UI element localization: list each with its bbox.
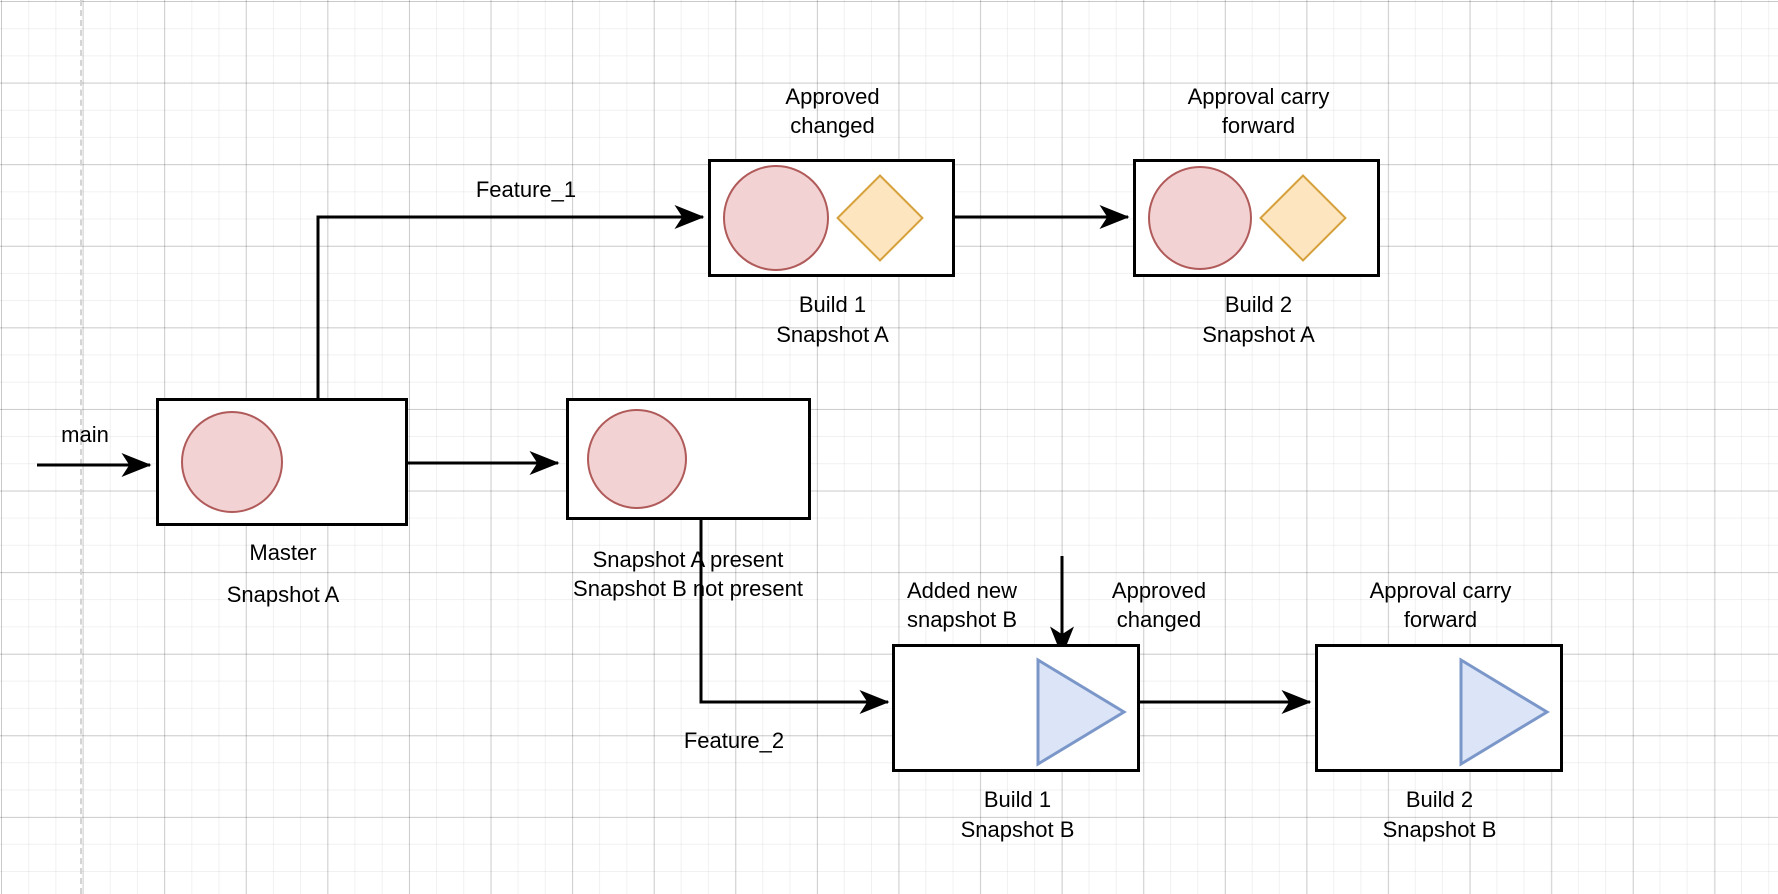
circle-icon [181, 411, 283, 513]
annotation-approved-changed-bottom: Approved changed [1111, 578, 1207, 632]
node-master-caption-line2: Snapshot A [226, 582, 340, 607]
node-build1-snapshot-a[interactable] [708, 159, 955, 277]
circle-icon [1148, 166, 1252, 270]
circle-icon [587, 409, 687, 509]
node-build2-snapshot-a[interactable] [1133, 159, 1380, 277]
node-master[interactable] [156, 398, 408, 526]
node-build2-snapshot-a-caption-line2: Snapshot A [1202, 322, 1315, 347]
node-build2-snapshot-b[interactable] [1315, 644, 1563, 772]
edge-label-main: main [61, 422, 109, 447]
node-build2-snapshot-b-caption-line2: Snapshot B [1382, 817, 1497, 842]
node-build1-snapshot-a-caption-line2: Snapshot A [776, 322, 889, 347]
node-build2-snapshot-a-caption-line1: Build 2 [1224, 292, 1293, 317]
node-build1-snapshot-a-caption-line1: Build 1 [798, 292, 867, 317]
node-build1-snapshot-b-caption-line1: Build 1 [983, 787, 1052, 812]
diamond-icon [836, 174, 924, 262]
circle-icon [723, 165, 829, 271]
node-snapshot-state-caption-line1: Snapshot A present [592, 547, 784, 572]
edge-label-feature-1: Feature_1 [475, 177, 577, 202]
edge-label-feature-2: Feature_2 [683, 728, 785, 753]
edge-feature-2 [699, 519, 890, 714]
annotation-approval-carry-forward-top: Approval carry forward [1187, 84, 1330, 138]
node-master-caption-line1: Master [249, 540, 317, 565]
node-build1-snapshot-b[interactable] [892, 644, 1140, 772]
annotation-approved-changed-top: Approved changed [785, 84, 880, 138]
node-snapshot-state-caption-line2: Snapshot B not present [573, 576, 803, 601]
diamond-icon [1259, 174, 1347, 262]
node-build1-snapshot-b-caption-line2: Snapshot B [960, 817, 1075, 842]
annotation-approval-carry-forward-bottom: Approval carry forward [1369, 578, 1512, 632]
node-snapshot-state[interactable] [566, 398, 811, 520]
triangle-icon [1036, 657, 1127, 767]
triangle-icon [1459, 657, 1550, 767]
node-build2-snapshot-b-caption-line1: Build 2 [1405, 787, 1474, 812]
vertical-guide-line [80, 0, 82, 894]
annotation-added-new-snapshot-b: Added new snapshot B [906, 578, 1018, 632]
edge-feature-1 [316, 205, 705, 400]
